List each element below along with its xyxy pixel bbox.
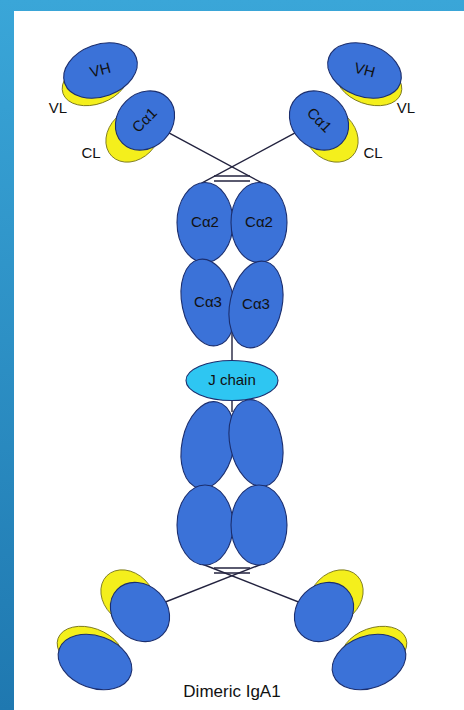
hinge-line	[214, 180, 250, 181]
heavy-chain-domain: Cα3	[187, 291, 229, 314]
heavy-chain-domain	[177, 485, 233, 565]
domain-label: J chain	[208, 372, 256, 389]
heavy-chain-domain: Cα2	[184, 211, 226, 234]
domain-ellipse	[221, 256, 290, 353]
heavy-chain-domain: Cα1	[122, 97, 168, 143]
domain-ellipse	[55, 33, 144, 108]
domain-label: Cα3	[242, 296, 270, 313]
heavy-chain-domain: Cα3	[229, 293, 283, 316]
heavy-chain-domain: Cα2	[238, 211, 280, 234]
chain-label: VL	[49, 100, 67, 117]
domain-label: Cα2	[245, 214, 273, 231]
domain-ellipse	[186, 360, 278, 400]
domain-ellipse	[177, 182, 233, 262]
domain-ellipse	[277, 78, 360, 161]
chain-label: VL	[397, 100, 415, 117]
domain-label: Cα3	[194, 294, 222, 311]
heavy-chain-domain: VH	[80, 54, 120, 85]
hinge-line	[214, 175, 250, 176]
domain-ellipse	[231, 182, 287, 262]
chain-label: CL	[363, 145, 382, 162]
domain-label: Cα2	[191, 214, 219, 231]
domain-ellipse	[319, 33, 408, 108]
heavy-chain-domain	[231, 485, 287, 565]
heavy-chain-domain	[98, 570, 181, 653]
heavy-chain-domain	[221, 395, 290, 492]
hinge-line	[214, 567, 250, 568]
slide-ground	[14, 11, 464, 710]
heavy-chain-domain	[282, 570, 365, 653]
hinge-line	[214, 572, 250, 573]
figure-caption: Dimeric IgA1	[183, 683, 280, 702]
j-chain: J chain	[201, 369, 263, 392]
heavy-chain-domain: Cα1	[296, 97, 342, 143]
chain-label: CL	[81, 145, 100, 162]
domain-ellipse	[103, 78, 186, 161]
heavy-chain-domain: VH	[344, 54, 384, 85]
